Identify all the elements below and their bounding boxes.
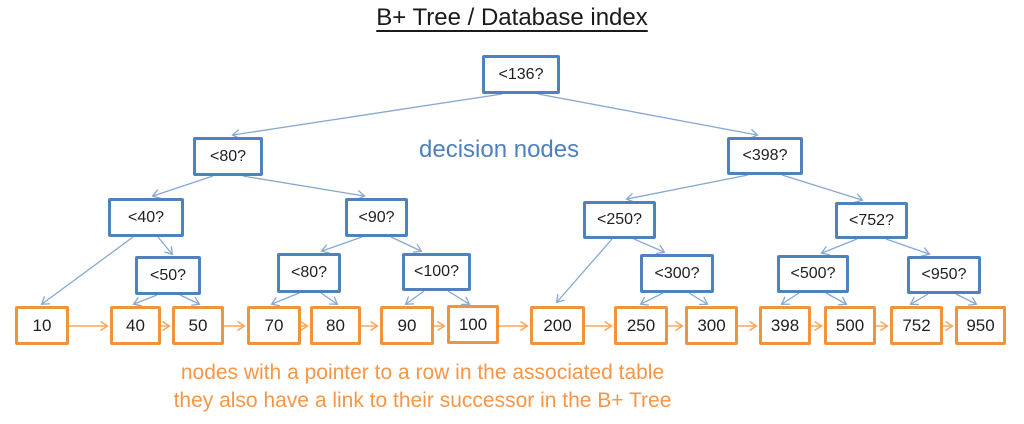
leaf-node-752: 752 bbox=[890, 306, 943, 345]
decision-node-300: <300? bbox=[640, 254, 714, 293]
leaf-node-50: 50 bbox=[172, 306, 224, 345]
leaf-node-70: 70 bbox=[247, 306, 301, 345]
leaf-annotation-line1: nodes with a pointer to a row in the ass… bbox=[180, 361, 665, 384]
leaf-node-10: 10 bbox=[15, 306, 69, 345]
leaf-node-100: 100 bbox=[447, 305, 499, 344]
leaf-node-200: 200 bbox=[530, 306, 585, 345]
leaf-node-90: 90 bbox=[380, 306, 434, 345]
leaf-annotation-line2: they also have a link to their successor… bbox=[173, 389, 672, 412]
decision-node-40: <40? bbox=[108, 198, 184, 237]
decision-node-50: <50? bbox=[135, 256, 201, 295]
decision-node-100: <100? bbox=[402, 253, 471, 291]
decision-node-root: <136? bbox=[482, 55, 560, 94]
decision-node-752: <752? bbox=[835, 202, 908, 239]
page-title-text: B+ Tree / Database index bbox=[376, 4, 648, 31]
page-title: B+ Tree / Database index bbox=[0, 4, 1024, 32]
decision-node-90: <90? bbox=[345, 198, 408, 237]
leaf-node-950: 950 bbox=[955, 306, 1006, 345]
leaf-node-250: 250 bbox=[614, 306, 668, 345]
leaf-node-80: 80 bbox=[310, 306, 361, 345]
leaf-node-500: 500 bbox=[824, 306, 876, 345]
decision-node-250: <250? bbox=[583, 201, 656, 239]
decision-edges bbox=[40, 93, 978, 307]
decision-node-80b: <80? bbox=[277, 253, 341, 293]
decision-node-398: <398? bbox=[727, 137, 803, 175]
decision-node-80: <80? bbox=[193, 137, 263, 176]
decision-node-500: <500? bbox=[777, 255, 849, 293]
leaf-node-40: 40 bbox=[110, 306, 161, 345]
leaf-nodes-annotation: nodes with a pointer to a row in the ass… bbox=[0, 359, 845, 415]
leaf-node-300: 300 bbox=[685, 306, 738, 345]
leaf-node-398: 398 bbox=[759, 306, 811, 345]
decision-node-950: <950? bbox=[907, 256, 981, 294]
decision-nodes-annotation: decision nodes bbox=[419, 136, 580, 163]
